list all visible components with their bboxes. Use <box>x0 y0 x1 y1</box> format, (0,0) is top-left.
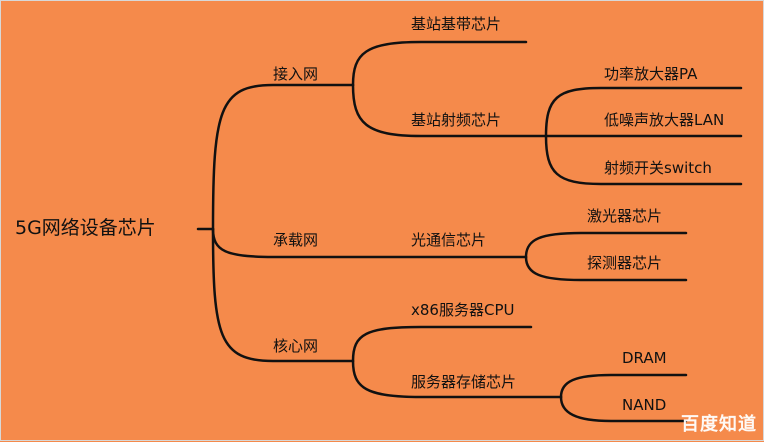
node-baseband-chip: 基站基带芯片 <box>411 15 502 33</box>
node-x86-cpu: x86服务器CPU <box>411 301 515 319</box>
node-rf-chip: 基站射频芯片 <box>411 111 502 129</box>
node-low-noise-amplifier: 低噪声放大器LAN <box>604 111 725 129</box>
node-optical-chip: 光通信芯片 <box>411 231 487 249</box>
node-access-network: 接入网 <box>273 65 319 83</box>
node-storage-chip: 服务器存储芯片 <box>411 373 517 391</box>
node-core-network: 核心网 <box>273 337 319 355</box>
node-nand: NAND <box>622 396 667 414</box>
node-bearer-network: 承载网 <box>273 231 319 249</box>
root-node: 5G网络设备芯片 <box>15 217 156 239</box>
watermark-logo: 百度知道 <box>681 414 757 435</box>
node-dram: DRAM <box>622 349 667 367</box>
node-laser-chip: 激光器芯片 <box>587 207 663 225</box>
node-rf-switch: 射频开关switch <box>604 159 712 177</box>
node-detector-chip: 探测器芯片 <box>587 254 663 272</box>
node-power-amplifier: 功率放大器PA <box>604 65 698 83</box>
